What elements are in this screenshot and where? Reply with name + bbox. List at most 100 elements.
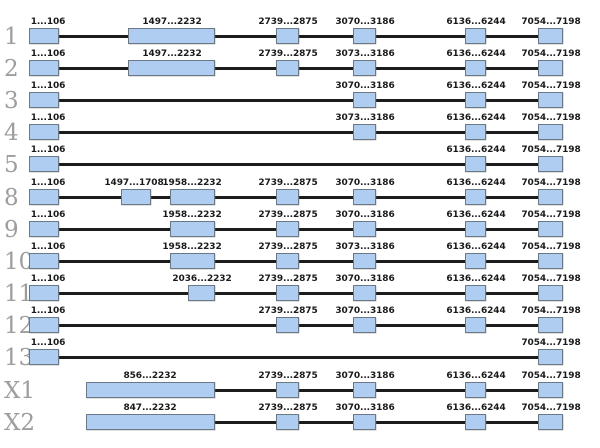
exon-range-label: 6136...6244	[446, 210, 506, 220]
exon-box[interactable]	[353, 253, 376, 269]
exon-box[interactable]	[29, 92, 59, 108]
exon-box[interactable]	[170, 189, 215, 205]
exon-box[interactable]	[538, 382, 563, 398]
exon-range-label: 3070...3186	[335, 17, 395, 27]
exon-box[interactable]	[170, 221, 215, 237]
exon-box[interactable]	[353, 285, 376, 301]
exon-box[interactable]	[538, 189, 563, 205]
exon-box[interactable]	[128, 28, 215, 44]
exon-box[interactable]	[538, 317, 563, 333]
exon-box[interactable]	[276, 253, 299, 269]
exon-box[interactable]	[465, 28, 486, 44]
exon-box[interactable]	[465, 124, 486, 140]
exon-box[interactable]	[276, 189, 299, 205]
exon-box[interactable]	[276, 221, 299, 237]
exon-box[interactable]	[86, 382, 215, 398]
exon-range-label: 6136...6244	[446, 49, 506, 59]
exon-range-label: 2739...2875	[258, 49, 318, 59]
exon-box[interactable]	[538, 60, 563, 76]
exon-box[interactable]	[465, 156, 486, 172]
exon-box[interactable]	[29, 285, 59, 301]
exon-box[interactable]	[353, 60, 376, 76]
exon-box[interactable]	[188, 285, 215, 301]
exon-box[interactable]	[538, 156, 563, 172]
exon-box[interactable]	[538, 285, 563, 301]
exon-box[interactable]	[29, 156, 59, 172]
transcript-backbone-line	[86, 421, 563, 424]
exon-box[interactable]	[465, 189, 486, 205]
exon-box[interactable]	[465, 317, 486, 333]
exon-box[interactable]	[29, 189, 59, 205]
exon-box[interactable]	[353, 189, 376, 205]
exon-box[interactable]	[538, 221, 563, 237]
exon-box[interactable]	[353, 382, 376, 398]
exon-box[interactable]	[353, 124, 376, 140]
transcript-row-label: 12	[4, 313, 34, 339]
exon-box[interactable]	[538, 414, 563, 430]
exon-box[interactable]	[538, 28, 563, 44]
exon-range-label: 7054...7198	[521, 274, 581, 284]
exon-box[interactable]	[353, 221, 376, 237]
exon-range-label: 7054...7198	[521, 145, 581, 155]
exon-range-label: 2036...2232	[172, 274, 232, 284]
exon-box[interactable]	[538, 92, 563, 108]
exon-range-label: 2739...2875	[258, 17, 318, 27]
exon-box[interactable]	[29, 28, 59, 44]
exon-box[interactable]	[29, 124, 59, 140]
exon-box[interactable]	[465, 382, 486, 398]
exon-box[interactable]	[353, 317, 376, 333]
exon-box[interactable]	[276, 382, 299, 398]
exon-range-label: 2739...2875	[258, 178, 318, 188]
exon-box[interactable]	[29, 60, 59, 76]
exon-box[interactable]	[121, 189, 151, 205]
exon-range-label: 2739...2875	[258, 371, 318, 381]
exon-box[interactable]	[29, 317, 59, 333]
exon-box[interactable]	[276, 285, 299, 301]
exon-box[interactable]	[276, 60, 299, 76]
exon-box[interactable]	[465, 92, 486, 108]
exon-box[interactable]	[465, 285, 486, 301]
exon-box[interactable]	[29, 221, 59, 237]
exon-range-label: 7054...7198	[521, 338, 581, 348]
exon-box[interactable]	[353, 28, 376, 44]
exon-box[interactable]	[538, 253, 563, 269]
exon-range-label: 3070...3186	[335, 178, 395, 188]
exon-box[interactable]	[353, 92, 376, 108]
exon-box[interactable]	[86, 414, 215, 430]
exon-range-label: 6136...6244	[446, 242, 506, 252]
exon-box[interactable]	[170, 253, 215, 269]
exon-box[interactable]	[538, 349, 563, 365]
exon-box[interactable]	[465, 253, 486, 269]
exon-box[interactable]	[353, 414, 376, 430]
exon-box[interactable]	[29, 349, 59, 365]
exon-range-label: 1...106	[30, 210, 66, 220]
exon-box[interactable]	[465, 221, 486, 237]
exon-box[interactable]	[128, 60, 215, 76]
exon-range-label: 7054...7198	[521, 306, 581, 316]
transcript-row-label: 10	[4, 249, 34, 275]
exon-range-label: 7054...7198	[521, 210, 581, 220]
exon-box[interactable]	[538, 124, 563, 140]
exon-box[interactable]	[29, 253, 59, 269]
exon-range-label: 1...106	[30, 338, 66, 348]
exon-box[interactable]	[465, 414, 486, 430]
exon-box[interactable]	[276, 28, 299, 44]
exon-box[interactable]	[276, 317, 299, 333]
exon-box[interactable]	[465, 60, 486, 76]
exon-box[interactable]	[276, 414, 299, 430]
transcript-backbone-line	[29, 99, 563, 102]
exon-range-label: 3070...3186	[335, 371, 395, 381]
